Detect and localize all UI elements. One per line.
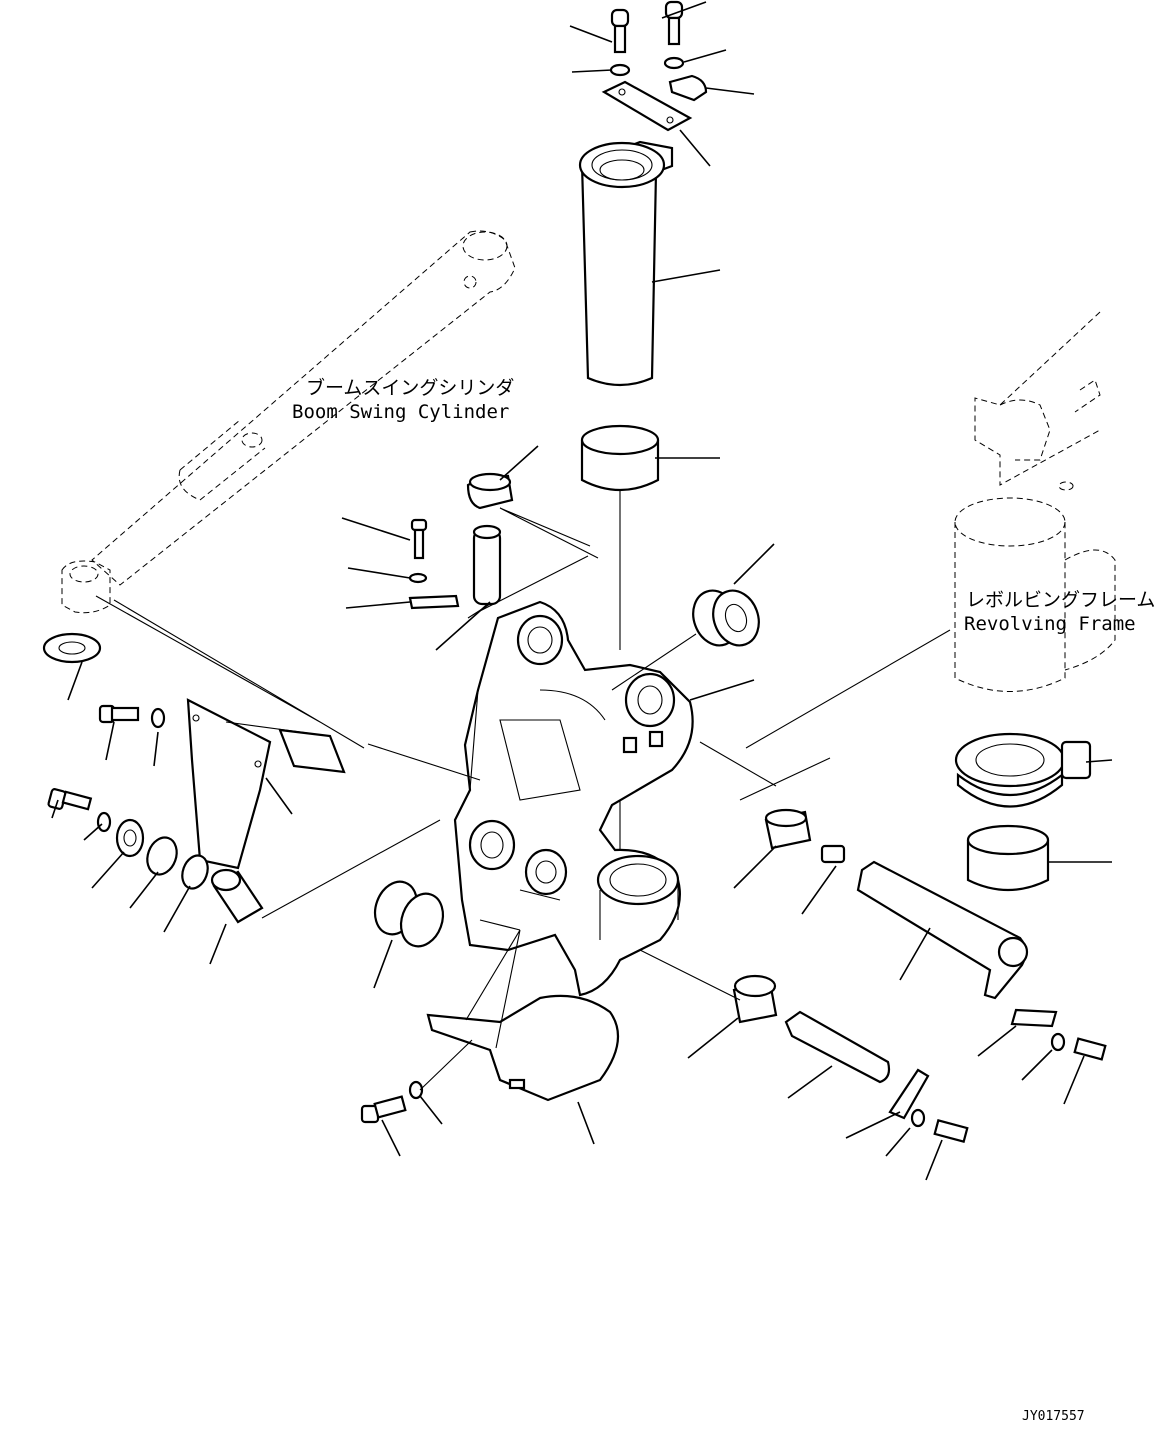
boom-swing-cylinder — [61, 230, 516, 614]
top-hardware — [601, 0, 708, 132]
main-vertical-pin — [578, 140, 674, 387]
leader-lines — [51, 1, 1113, 1181]
swing-bracket — [453, 600, 694, 997]
boom-swing-cylinder-label-en: Boom Swing Cylinder — [292, 401, 509, 423]
left-shims — [373, 880, 445, 948]
small-pin-set — [408, 472, 514, 610]
left-plate — [42, 632, 346, 870]
boom-swing-cylinder-label-jp: ブームスイングシリンダ — [306, 376, 514, 399]
revolving-frame-label-jp: レボルビングフレーム — [966, 589, 1155, 611]
revolving-frame — [954, 311, 1116, 692]
left-stack — [47, 788, 264, 924]
text-labels: ブームスイングシリンダ Boom Swing Cylinder レボルビングフレ… — [292, 376, 1155, 1424]
right-hardware — [732, 808, 1107, 1143]
upper-shims — [692, 589, 760, 647]
bottom-cover — [360, 994, 620, 1124]
revolving-frame-label-en: Revolving Frame — [964, 613, 1136, 635]
upper-bushing — [580, 424, 660, 492]
revolving-frame-rings — [954, 732, 1092, 892]
drawing-code: JY017557 — [1022, 1409, 1085, 1424]
